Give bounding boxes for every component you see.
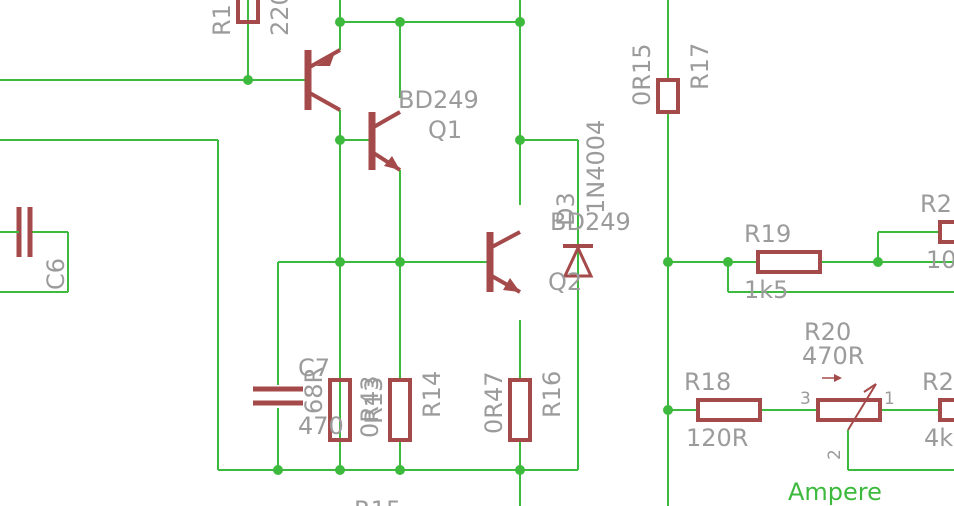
label-r20-value: 470R <box>802 342 864 370</box>
label-r20-name: R20 <box>804 318 851 346</box>
label-r2-top-name: R2 <box>920 190 952 218</box>
label-r13-name: R13 <box>360 377 388 424</box>
label-r16-name: R16 <box>538 371 566 418</box>
junction <box>515 17 525 27</box>
junction <box>335 465 345 475</box>
resistor-r1 <box>236 0 260 24</box>
junction <box>335 17 345 27</box>
label-r2-bottom-value: 4k <box>924 424 953 452</box>
resistor-r18 <box>696 398 762 422</box>
label-r19-name: R19 <box>744 220 791 248</box>
junction <box>335 135 345 145</box>
resistor-r17 <box>656 78 680 114</box>
resistor-r19 <box>756 250 822 274</box>
resistor-r13 <box>328 378 352 442</box>
component-labels: R1 220 BD249 Q1 0R15 R17 1N4004 D3 BD249… <box>42 0 954 506</box>
junction <box>335 257 345 267</box>
label-r1-name: R1 <box>208 4 236 36</box>
label-q2-value: BD249 <box>550 208 631 236</box>
resistor-r2-top <box>938 220 954 244</box>
label-r2-top-value: 10 <box>926 246 954 274</box>
capacitor-c7 <box>253 386 303 406</box>
transistor-q2 <box>486 230 521 294</box>
label-bd249-q1: BD249 <box>398 86 479 114</box>
label-c7-value: 470 <box>298 412 344 440</box>
label-r14: R14 <box>418 371 446 418</box>
label-diode-value: 1N4004 <box>582 120 610 214</box>
pin-3: 3 <box>800 389 811 409</box>
label-r15-bottom: R15 <box>354 496 401 506</box>
label-r18-name: R18 <box>684 368 731 396</box>
junction <box>273 465 283 475</box>
junction-dots <box>243 17 883 475</box>
label-r18-value: 120R <box>686 424 748 452</box>
label-r1-value: 220 <box>266 0 294 36</box>
junction <box>663 405 673 415</box>
transistor-driver <box>304 48 341 112</box>
label-q1: Q1 <box>428 116 462 144</box>
label-q2-name: Q2 <box>548 268 582 296</box>
label-r2-bottom-name: R2 <box>922 368 954 396</box>
label-c6: C6 <box>42 258 70 290</box>
junction <box>515 135 525 145</box>
junction <box>243 75 253 85</box>
net-label-ampere: Ampere <box>788 478 882 506</box>
label-diode-name: D3 <box>552 192 580 226</box>
junction <box>663 257 673 267</box>
resistor-r14 <box>388 378 412 442</box>
label-r19-value: 1k5 <box>744 276 788 304</box>
junction <box>395 465 405 475</box>
label-r13-value: 68R <box>300 367 328 414</box>
junction <box>395 17 405 27</box>
label-r16-value: 0R47 <box>480 372 508 434</box>
label-r17-name: R17 <box>686 43 714 90</box>
resistor-r16 <box>508 378 532 442</box>
transistor-q1 <box>368 110 402 172</box>
junction <box>873 257 883 267</box>
diode-d3 <box>562 244 594 278</box>
capacitor-c6 <box>0 207 33 257</box>
junction <box>395 257 405 267</box>
pin-2: 2 <box>825 449 845 460</box>
resistor-r2-bottom <box>938 398 954 422</box>
label-c7-name: C7 <box>298 354 330 382</box>
junction <box>515 465 525 475</box>
potentiometer-r20 <box>816 374 882 431</box>
label-r17-value: 0R15 <box>628 44 656 106</box>
label-r43: 0R43 <box>356 376 384 438</box>
junction <box>723 257 733 267</box>
pin-1: 1 <box>884 389 895 409</box>
